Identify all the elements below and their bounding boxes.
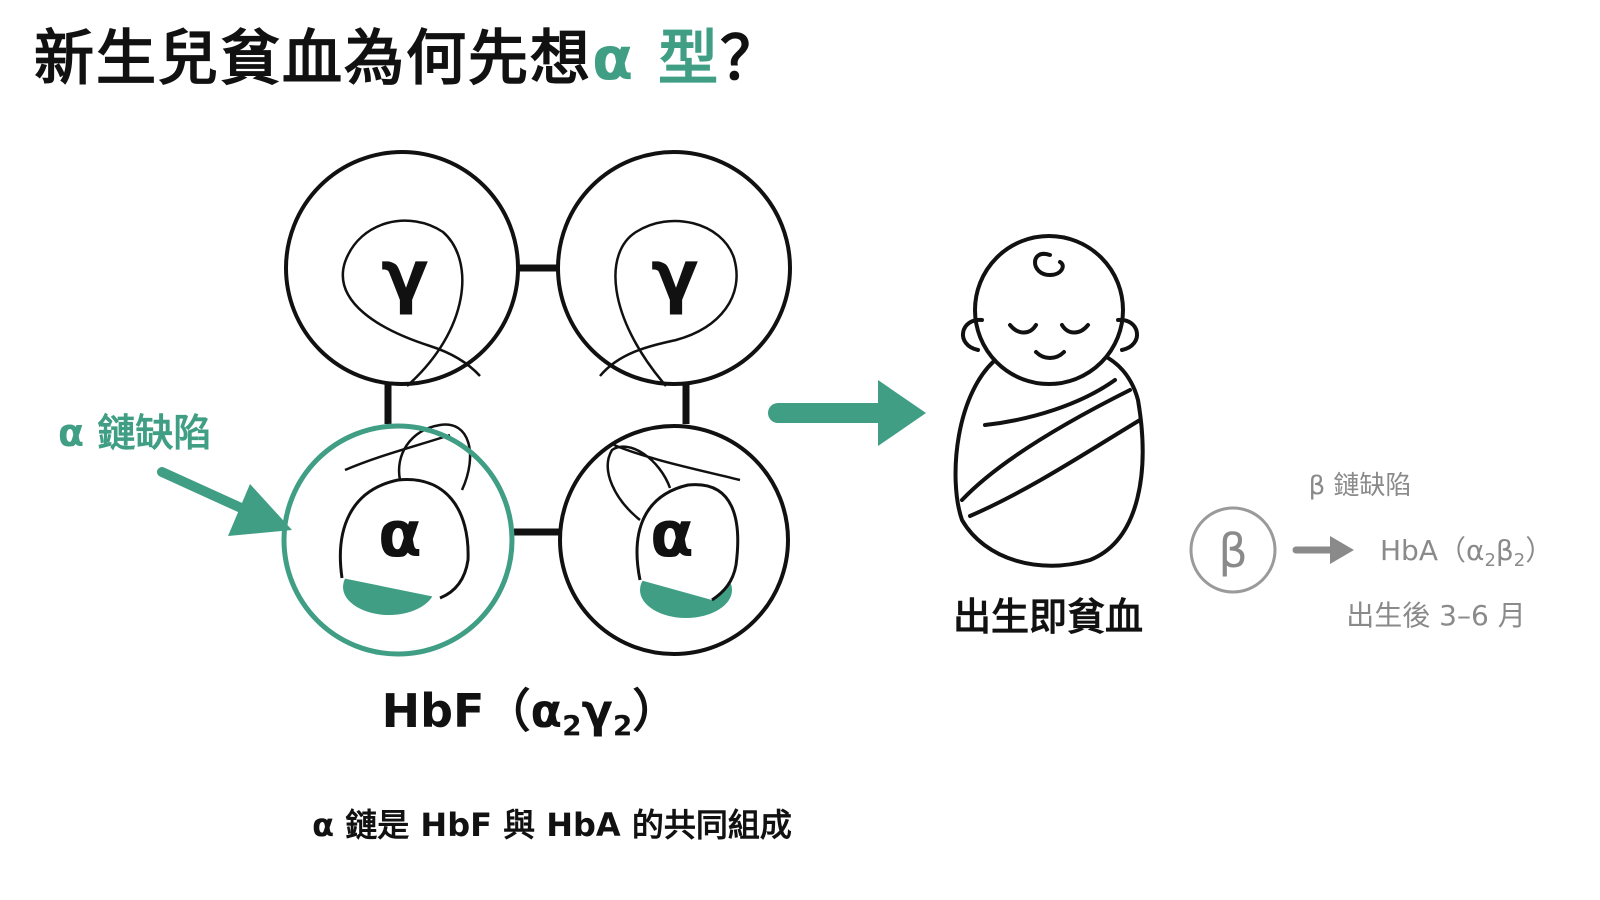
alpha-defect-label: α 鏈缺陷 bbox=[58, 411, 211, 455]
chain-label: α bbox=[650, 498, 694, 572]
beta-circle bbox=[1189, 506, 1277, 594]
newborn-icon bbox=[953, 234, 1145, 568]
title-accent: α 型 bbox=[592, 24, 721, 94]
beta-defect-label: β 鏈缺陷 bbox=[1309, 471, 1412, 501]
chain-loop bbox=[341, 219, 481, 387]
chain-loop bbox=[606, 443, 741, 521]
heme-pocket bbox=[635, 483, 740, 602]
chain-loop bbox=[599, 219, 738, 387]
hba-label: HbA（α2β2） bbox=[1380, 534, 1553, 571]
subunit-alpha: α bbox=[558, 424, 790, 656]
footer-note: α 鏈是 HbF 與 HbA 的共同組成 bbox=[312, 806, 792, 844]
chain-label: γ bbox=[381, 235, 429, 317]
chain-label: γ bbox=[651, 235, 699, 317]
page-title: 新生兒貧血為何先想α 型？ bbox=[34, 26, 782, 92]
progression-arrow bbox=[768, 380, 926, 446]
subunit-gamma-1: γ bbox=[284, 150, 520, 387]
beta-arrow bbox=[1292, 536, 1354, 564]
title-end: ？ bbox=[720, 24, 783, 94]
heme-pocket bbox=[338, 478, 470, 600]
beta-symbol: β bbox=[1218, 524, 1247, 578]
chain-loop bbox=[344, 423, 472, 491]
newborn-label: 出生即貧血 bbox=[953, 595, 1143, 639]
alpha-defect-arrow bbox=[157, 467, 292, 536]
subunit-gamma-2: γ bbox=[556, 150, 792, 387]
hbf-label: HbF（α2γ2） bbox=[382, 684, 679, 742]
title-main: 新生兒貧血為何先想 bbox=[34, 24, 592, 94]
chain-label: α bbox=[378, 498, 422, 572]
beta-onset-label: 出生後 3–6 月 bbox=[1346, 599, 1525, 632]
subunit-alpha-defect: α bbox=[281, 423, 515, 657]
subunit-connectors bbox=[384, 264, 690, 536]
